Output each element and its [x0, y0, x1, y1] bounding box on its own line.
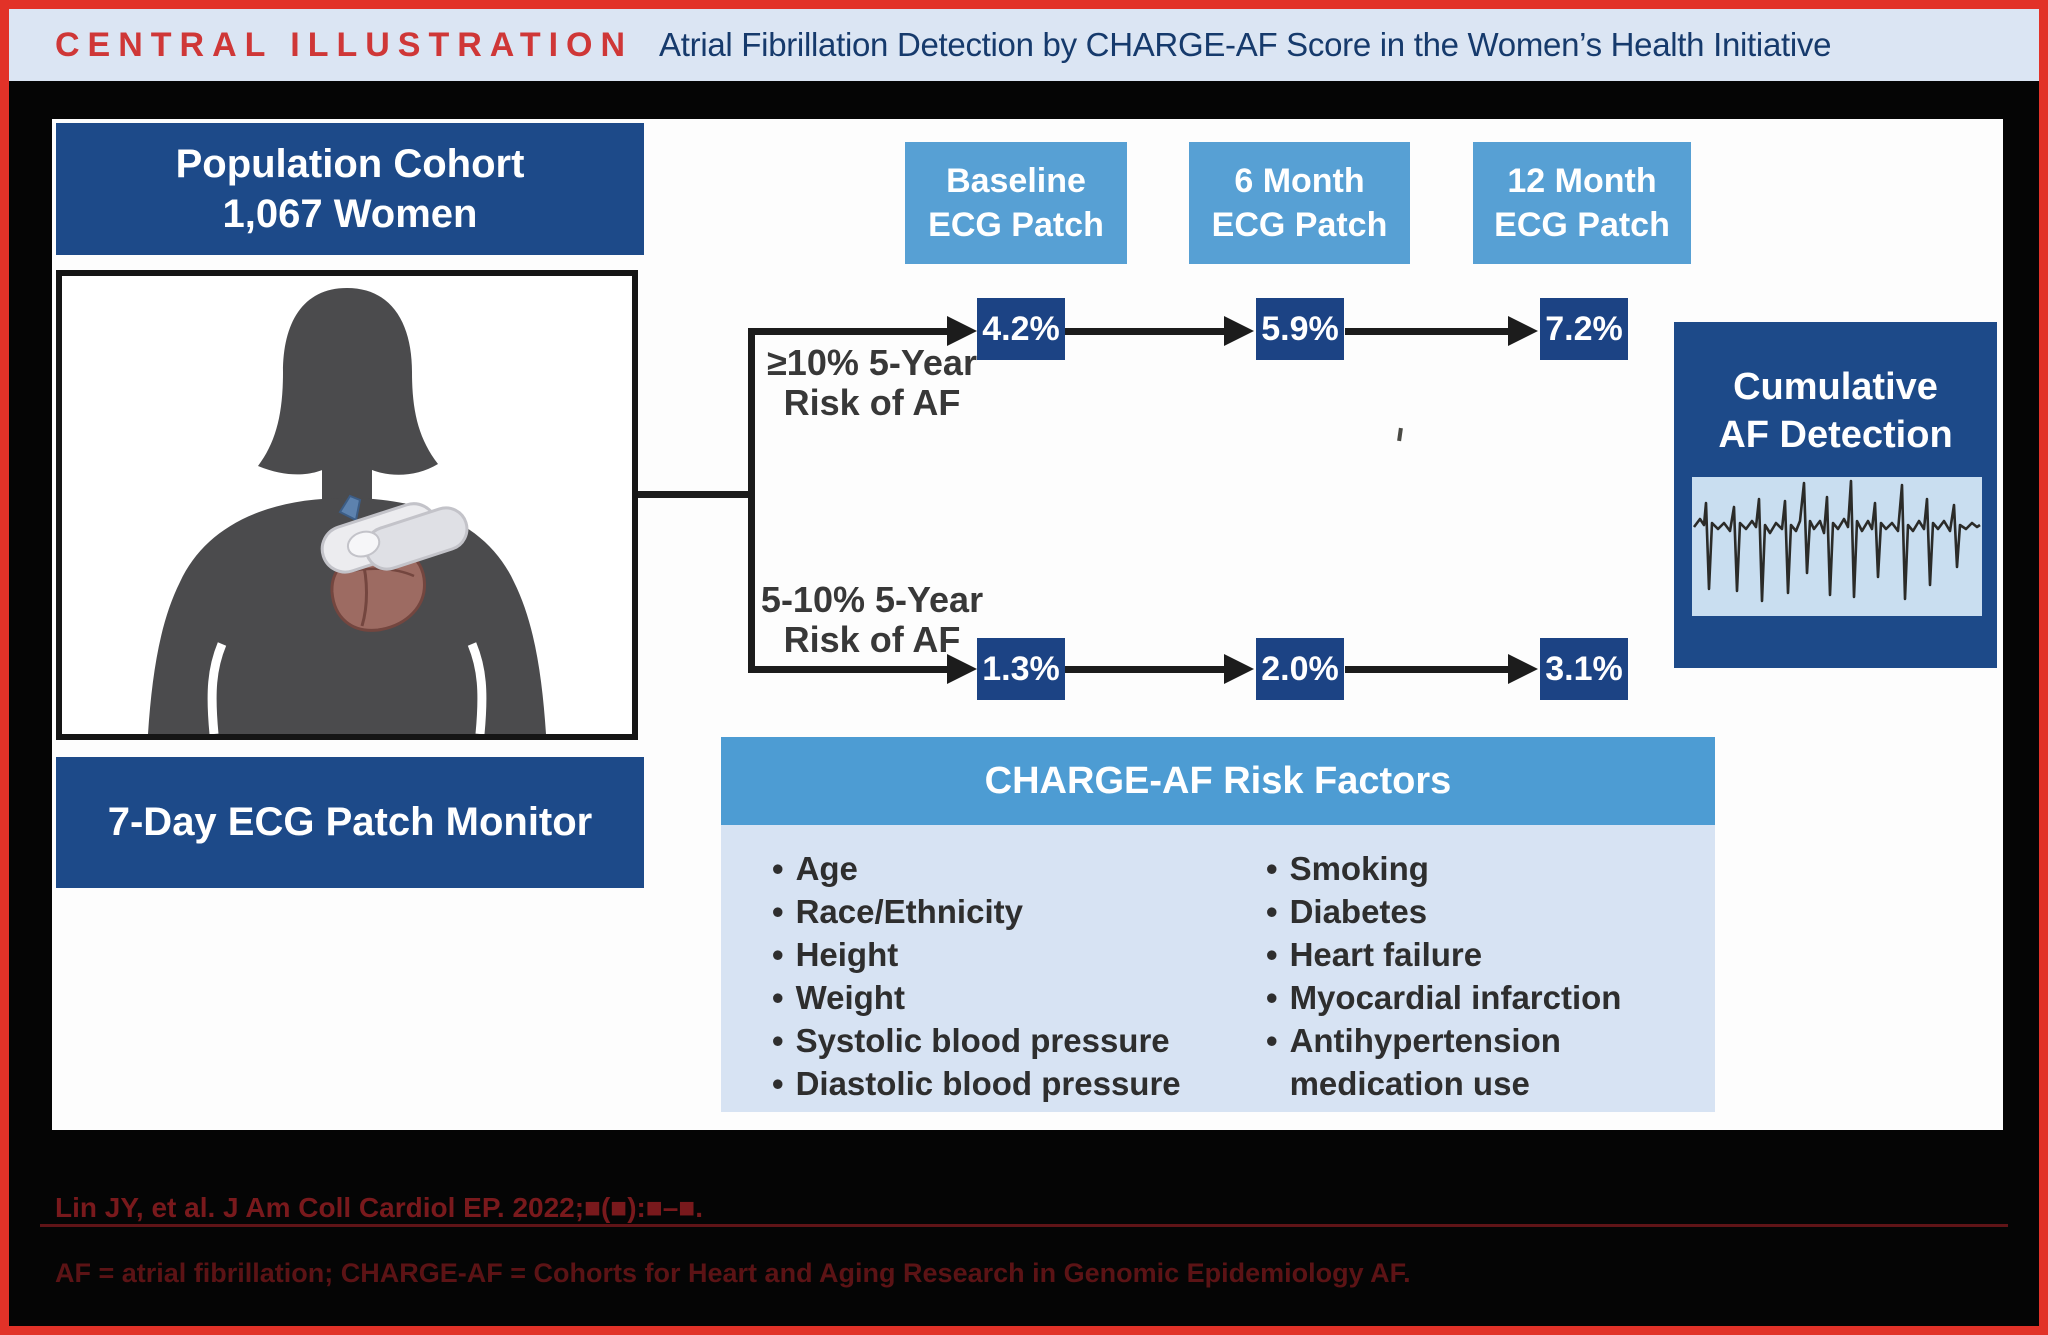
af-rate-high-12month: 7.2%	[1540, 298, 1628, 360]
risk-label-high-line1: ≥10% 5-Year	[767, 342, 977, 383]
arrow-right-icon	[1508, 316, 1538, 346]
timepoint-line2: ECG Patch	[1211, 206, 1388, 244]
ecg-trace-icon	[1692, 479, 1981, 603]
cumulative-title: Cumulative AF Detection	[1674, 364, 1997, 459]
timepoint-box-baseline: Baseline ECG Patch	[905, 142, 1127, 264]
timepoint-line2: ECG Patch	[928, 206, 1104, 244]
risk-label-low-line2: Risk of AF	[783, 619, 961, 660]
risk-factors-list: Age Race/Ethnicity Height Weight Systoli…	[721, 825, 1715, 1112]
risk-factor-item: Heart failure	[1266, 933, 1666, 976]
branch-line	[748, 328, 755, 673]
arrow-right-icon	[947, 316, 977, 346]
af-rate-low-baseline: 1.3%	[977, 638, 1065, 700]
arrow-shaft	[1345, 328, 1508, 335]
monitor-label: 7-Day ECG Patch Monitor	[107, 800, 593, 844]
timepoint-box-12month: 12 Month ECG Patch	[1473, 142, 1691, 264]
risk-factors-left-column: Age Race/Ethnicity Height Weight Systoli…	[772, 847, 1212, 1105]
population-line2: 1,067 Women	[222, 192, 478, 236]
connector-line	[638, 491, 755, 498]
woman-silhouette-icon	[148, 288, 546, 734]
timepoint-line1: Baseline	[946, 161, 1086, 200]
ecg-strip-panel	[1692, 477, 1982, 616]
ecg-patch-icon	[320, 502, 469, 574]
silhouette-figure	[56, 270, 638, 740]
risk-factor-item: Diabetes	[1266, 890, 1666, 933]
af-rate-low-6month: 2.0%	[1256, 638, 1344, 700]
risk-factor-item: Weight	[772, 976, 1212, 1019]
risk-factor-item: Diastolic blood pressure	[772, 1062, 1212, 1105]
footer-abbreviations: AF = atrial fibrillation; CHARGE-AF = Co…	[55, 1258, 1411, 1288]
risk-label-low: 5-10% 5-Year Risk of AF	[752, 580, 992, 660]
footer-citation: Lin JY, et al. J Am Coll Cardiol EP. 202…	[55, 1192, 704, 1223]
figure-title: Atrial Fibrillation Detection by CHARGE-…	[659, 26, 1832, 63]
arrow-right-icon	[947, 654, 977, 684]
risk-factor-item: Age	[772, 847, 1212, 890]
timepoint-box-6month: 6 Month ECG Patch	[1189, 142, 1410, 264]
risk-factors-title: CHARGE-AF Risk Factors	[984, 759, 1452, 802]
risk-factors-header: CHARGE-AF Risk Factors	[721, 737, 1715, 825]
af-rate-low-12month: 3.1%	[1540, 638, 1628, 700]
risk-factor-item: Race/Ethnicity	[772, 890, 1212, 933]
risk-label-low-line1: 5-10% 5-Year	[760, 579, 984, 620]
timepoint-line1: 6 Month	[1234, 161, 1365, 200]
timepoint-line2: ECG Patch	[1494, 206, 1670, 244]
af-rate-high-baseline: 4.2%	[977, 298, 1065, 360]
cumulative-line2: AF Detection	[1718, 413, 1953, 456]
arrow-shaft	[748, 328, 947, 335]
risk-factor-item: Height	[772, 933, 1212, 976]
footer-divider	[40, 1224, 2008, 1227]
af-rate-high-6month: 5.9%	[1256, 298, 1344, 360]
figure-header: CENTRAL ILLUSTRATION Atrial Fibrillation…	[9, 9, 2039, 81]
header-kicker: CENTRAL ILLUSTRATION	[55, 25, 634, 64]
population-cohort-box: Population Cohort 1,067 Women	[56, 123, 644, 255]
arrow-right-icon	[1508, 654, 1538, 684]
risk-factor-item: Systolic blood pressure	[772, 1019, 1212, 1062]
risk-label-high-line2: Risk of AF	[783, 382, 961, 423]
arrow-shaft	[1345, 666, 1508, 673]
risk-label-high: ≥10% 5-Year Risk of AF	[752, 343, 992, 423]
arrow-shaft	[748, 666, 947, 673]
arrow-shaft	[1064, 328, 1224, 335]
risk-factor-item: Myocardial infarction	[1266, 976, 1666, 1019]
population-line1: Population Cohort	[175, 142, 525, 186]
cumulative-line1: Cumulative	[1733, 366, 1938, 408]
arrow-shaft	[1064, 666, 1224, 673]
arrow-right-icon	[1224, 654, 1254, 684]
risk-factor-item: Smoking	[1266, 847, 1666, 890]
risk-factor-item: Antihypertension medication use	[1266, 1019, 1606, 1105]
arrow-right-icon	[1224, 316, 1254, 346]
monitor-label-box: 7-Day ECG Patch Monitor	[56, 757, 644, 888]
timepoint-line1: 12 Month	[1507, 161, 1657, 200]
risk-factors-right-column: Smoking Diabetes Heart failure Myocardia…	[1266, 847, 1666, 1105]
